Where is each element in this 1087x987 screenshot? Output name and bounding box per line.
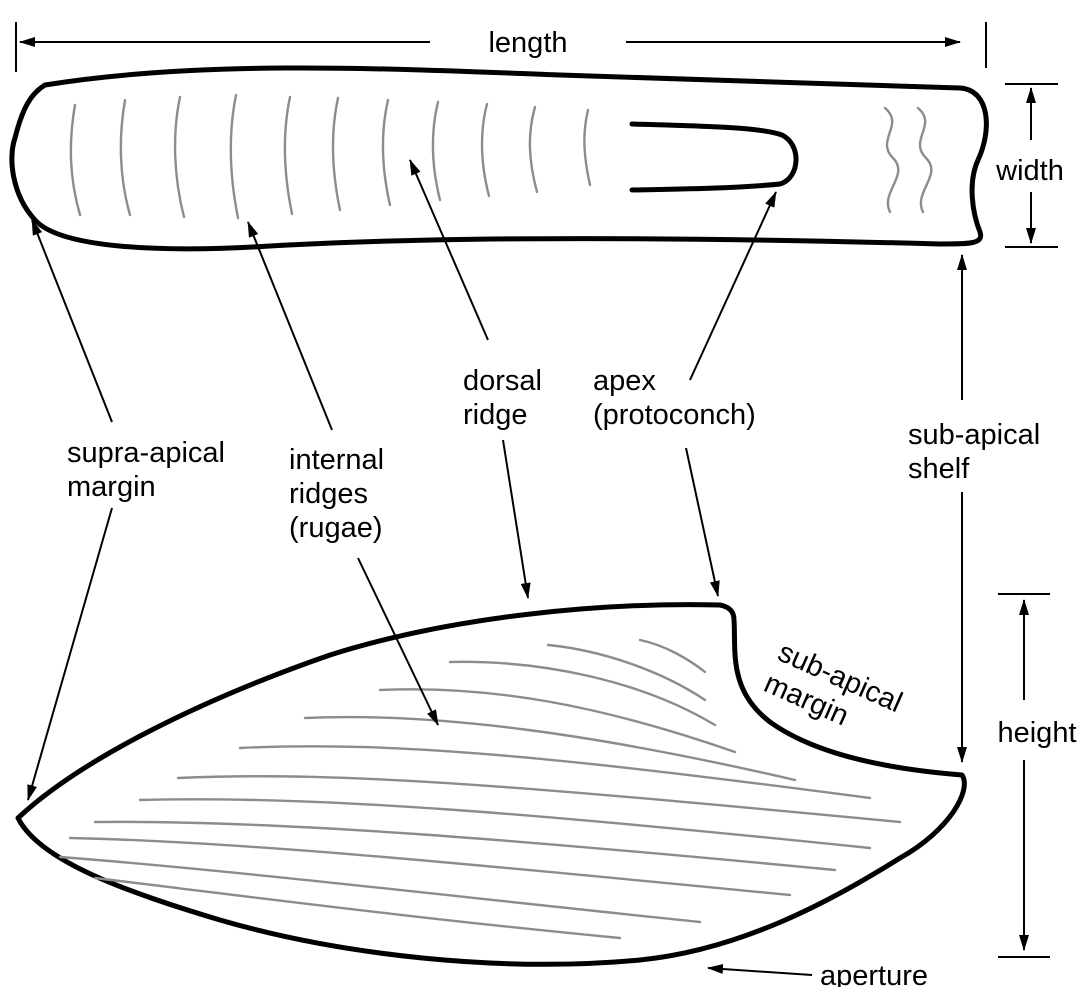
length-label: length [488,27,567,59]
apex-label: apex (protoconch) [593,365,756,431]
aperture-arrow [708,968,812,975]
dorsal-ridge-label: dorsal ridge [463,365,550,431]
top-view-outline [12,68,986,249]
sub-apical-shelf-label: sub-apical shelf [908,419,1048,485]
supra-apical-margin-label: supra-apical margin [67,437,233,503]
top-view [12,68,986,249]
height-dimension [998,594,1050,957]
width-label: width [995,155,1064,187]
internal-ridges-label: internal ridges (rugae) [289,444,392,544]
apex-arrows [686,192,776,596]
height-label: height [997,717,1076,749]
supra-apical-margin-arrows [28,220,112,800]
aperture-label: aperture [820,960,928,987]
